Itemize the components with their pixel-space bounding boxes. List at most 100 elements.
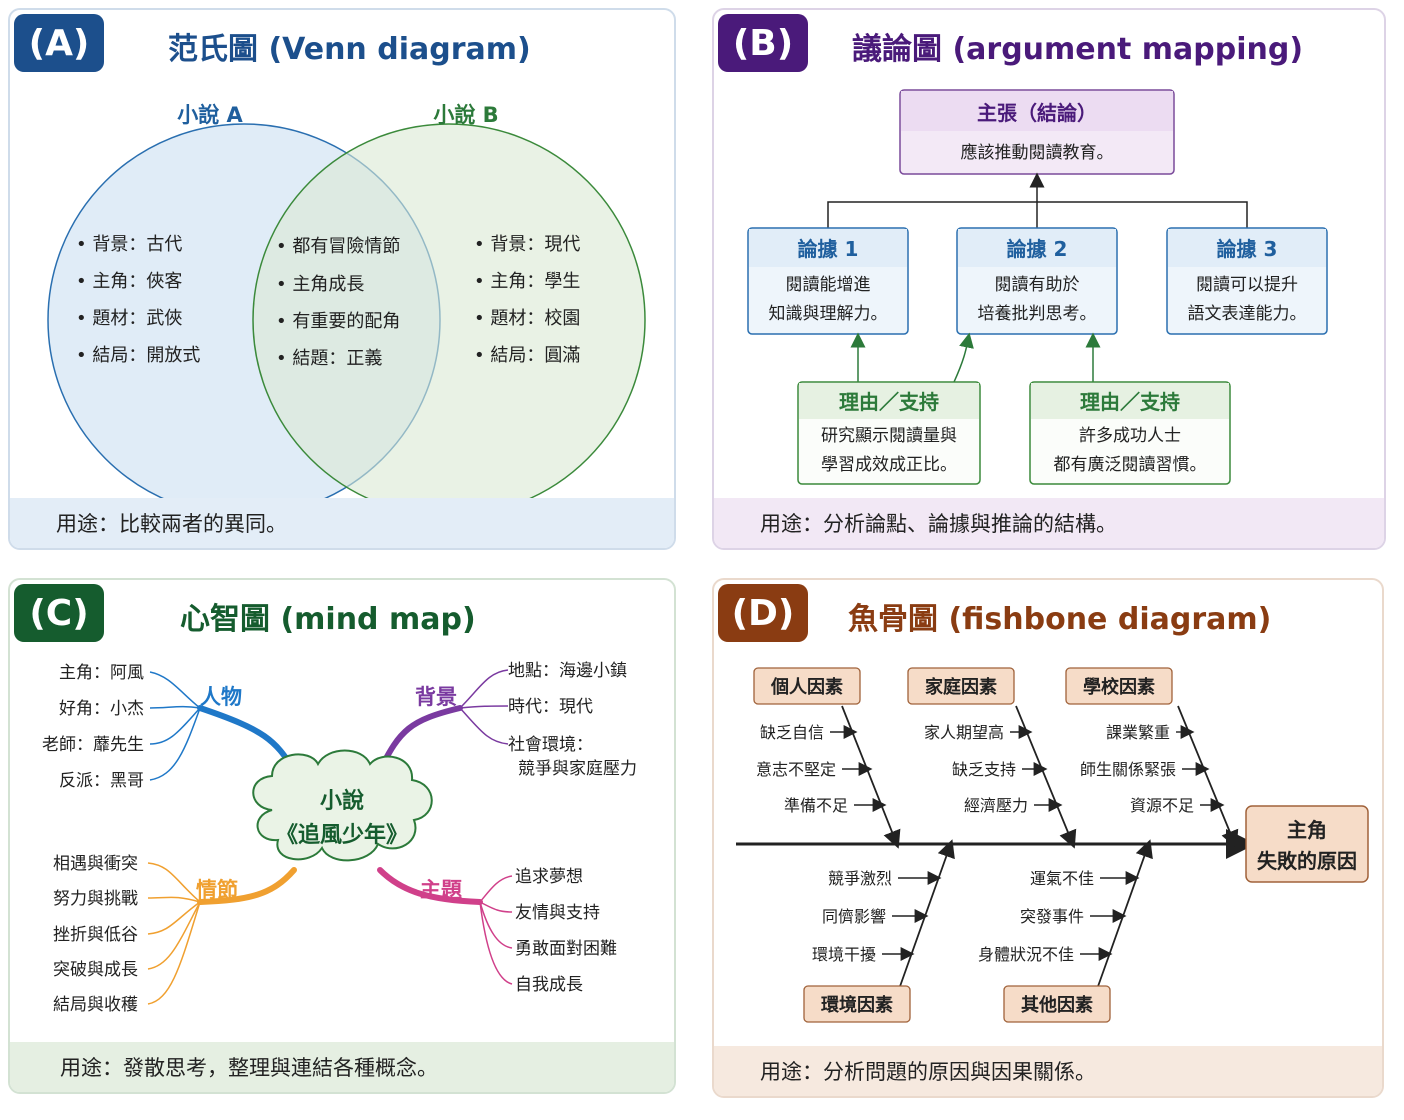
set-a-label: 小說 A [177,103,243,127]
evidence-3: 論據 3 閱讀可以提升 語文表達能力。 [1166,227,1328,335]
venn-right-item: • 結局：圓滿 [474,345,580,366]
plot-item: 挫折與低谷 [53,925,138,945]
set-b-label: 小說 B [433,103,498,127]
panel-c-footer: 用途：發散思考，整理與連結各種概念。 [10,1042,674,1092]
panel-b-footer: 用途：分析論點、論據與推論的結構。 [714,498,1384,548]
evidence-2-line: 培養批判思考。 [978,304,1097,324]
argument-panel: (B) 議論圖 (argument mapping) 主張（結論） 應該推動閱讀… [712,8,1386,550]
evidence-1-line: 閱讀能增進 [786,275,871,295]
claim-text: 應該推動閱讀教育。 [961,142,1114,163]
evidence-3-title: 論據 3 [1217,237,1278,261]
people-items: 主角：阿風 好角：小杰 老師：蘼先生 反派：黑哥 [42,663,144,791]
venn-left-item: • 題材：武俠 [76,308,182,329]
support-arrow [953,332,974,383]
venn-overlap-items: • 都有冒險情節 • 主角成長 • 有重要的配角 • 結題：正義 [276,236,400,369]
venn-left-item: • 主角：俠客 [76,271,182,292]
cause-label: 身體狀況不佳 [978,945,1074,964]
setting-item: 地點：海邊小鎮 [508,661,627,681]
panel-b-badge: (B) [718,14,808,72]
evidence-2: 論據 2 閱讀有助於 培養批判思考。 [956,227,1118,335]
panel-d-badge: (D) [718,584,808,642]
fish-head-box [1245,805,1369,883]
reason-1-title: 理由／支持 [839,390,939,414]
setting-item: 競爭與家庭壓力 [518,759,637,779]
venn-left-items: • 背景：古代 • 主角：俠客 • 題材：武俠 • 結局：開放式 [76,234,200,366]
argument-map: 主張（結論） 應該推動閱讀教育。 論據 1 閱讀能增進 知識與理解力。 論據 2… [747,89,1328,485]
venn-overlap-item: • 主角成長 [276,274,364,295]
panel-b-title: 議論圖 (argument mapping) [852,32,1304,67]
center-cloud [252,749,433,862]
reason-2-title: 理由／支持 [1080,390,1180,414]
branch-theme-label: 主題 [420,878,463,902]
venn-overlap-item: • 結題：正義 [276,348,382,369]
panel-d-footer: 用途：分析問題的原因與因果關係。 [714,1046,1382,1096]
theme-item: 勇敢面對困難 [515,939,617,959]
panel-c-badge: (C) [14,584,104,642]
category-label: 其他因素 [1021,994,1093,1016]
category-label: 家庭因素 [925,676,997,698]
plot-item: 結局與收穫 [53,995,138,1015]
venn-right-item: • 背景：現代 [474,234,580,255]
mindmap-panel: (C) 心智圖 (mind map) [8,578,676,1094]
plot-item: 突破與成長 [53,960,138,980]
cause-label: 運氣不佳 [1030,869,1094,888]
reason-1-line: 研究顯示閱讀量與 [821,426,957,446]
category-other: 其他因素 [1003,985,1111,1023]
evidence-3-line: 閱讀可以提升 [1196,275,1298,295]
setting-item: 時代：現代 [508,697,593,717]
evidence-2-line: 閱讀有助於 [995,275,1080,295]
cause-label: 突發事件 [1020,907,1084,926]
plot-item: 努力與挑戰 [53,889,138,909]
cause-label: 同儕影響 [822,907,886,926]
theme-item: 友情與支持 [515,903,600,923]
fishbone-diagram: 主角 失敗的原因 [736,667,1369,1023]
fish-head-line: 主角 [1287,818,1327,842]
cause-label: 家人期望高 [924,723,1004,742]
claim-title: 主張（結論） [977,101,1097,125]
branch-plot-label: 情節 [196,878,238,902]
theme-twigs [479,875,513,985]
setting-item: 社會環境： [508,735,593,755]
plot-items: 相遇與衝突 努力與挑戰 挫折與低谷 突破與成長 結局與收穫 [53,854,138,1015]
reason-2: 理由／支持 許多成功人士 都有廣泛閱讀習慣。 [1029,381,1231,485]
panel-a-title: 范氏圖 (Venn diagram) [168,32,531,67]
cause-label: 意志不堅定 [756,760,836,779]
reason-2-line: 許多成功人士 [1079,426,1181,446]
evidence-1: 論據 1 閱讀能增進 知識與理解力。 [747,227,909,335]
branch-plot-line [197,867,297,905]
reason-2-line: 都有廣泛閱讀習慣。 [1054,455,1207,475]
theme-items: 追求夢想 友情與支持 勇敢面對困難 自我成長 [515,867,617,995]
setting-items: 地點：海邊小鎮 時代：現代 社會環境： 競爭與家庭壓力 [508,661,637,779]
center-title: 小說 [320,788,364,814]
people-item: 主角：阿風 [59,663,144,683]
people-item: 好角：小杰 [59,699,144,719]
venn-left-item: • 背景：古代 [76,234,182,255]
people-item: 老師：蘼先生 [42,735,144,755]
branch-theme-line [377,867,483,905]
cause-label: 準備不足 [784,796,848,815]
venn-right-items: • 背景：現代 • 主角：學生 • 題材：校園 • 結局：圓滿 [474,234,580,366]
category-family: 家庭因素 [907,667,1015,705]
branch-setting-label: 背景 [415,685,457,709]
plot-twigs [147,862,201,1005]
venn-left-item: • 結局：開放式 [76,345,200,366]
category-label: 學校因素 [1083,676,1155,698]
panel-c-title: 心智圖 (mind map) [180,602,476,637]
venn-overlap-item: • 都有冒險情節 [276,236,400,257]
panel-a-badge: (A) [14,14,104,72]
evidence-1-line: 知識與理解力。 [769,304,888,324]
cause-label: 缺乏自信 [760,723,824,742]
evidence-1-title: 論據 1 [798,237,859,261]
panel-a-footer: 用途：比較兩者的異同。 [10,498,674,548]
venn-panel: (A) 范氏圖 (Venn diagram) 小說 A 小說 B • 背景：古代… [8,8,676,550]
category-environment: 環境因素 [803,985,911,1023]
reason-1: 理由／支持 研究顯示閱讀量與 學習成效成正比。 [797,381,981,485]
venn-right-item: • 主角：學生 [474,271,580,292]
people-item: 反派：黑哥 [59,771,144,791]
cause-label: 師生關係緊張 [1080,760,1176,779]
center-subtitle: 《追風少年》 [276,822,408,848]
category-label: 環境因素 [821,994,893,1016]
cause-arrows [830,725,1225,961]
category-personal: 個人因素 [753,667,861,705]
cause-label: 課業繁重 [1106,723,1170,742]
